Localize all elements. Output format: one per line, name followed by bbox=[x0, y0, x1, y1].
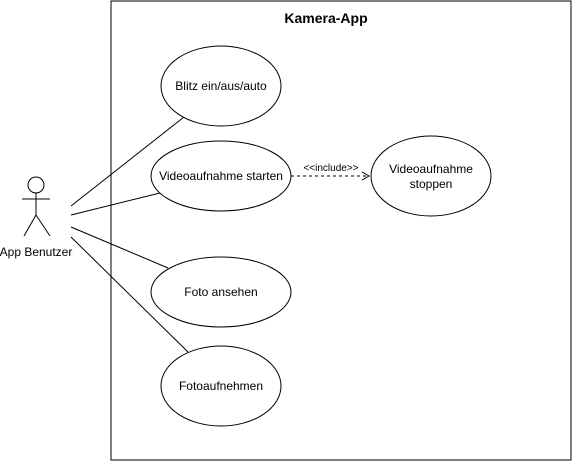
usecase-fotoaufnehmen-ellipse bbox=[160, 345, 282, 427]
usecase-video-stop: Videoaufnahme stoppen bbox=[370, 135, 492, 217]
usecase-blitz-ellipse bbox=[160, 45, 282, 127]
usecase-blitz: Blitz ein/aus/auto bbox=[160, 45, 282, 127]
usecase-blitz-label: Blitz ein/aus/auto bbox=[175, 79, 267, 93]
actor-head bbox=[27, 176, 45, 194]
usecase-video-stop-ellipse bbox=[370, 135, 492, 217]
association-fotoaufnehmen bbox=[70, 236, 189, 353]
actor-right-leg bbox=[35, 214, 51, 237]
usecase-video-stop-label-line2: stoppen bbox=[410, 177, 453, 191]
actor-label: App Benutzer bbox=[0, 245, 72, 259]
usecase-foto-ansehen-label: Foto ansehen bbox=[184, 285, 257, 299]
actor-left-leg bbox=[23, 214, 37, 237]
usecase-foto-ansehen-ellipse bbox=[150, 256, 292, 328]
usecase-video-start: Videoaufnahme starten bbox=[150, 140, 292, 212]
system-title: Kamera-App bbox=[284, 10, 367, 26]
include-label: <<include>> bbox=[303, 163, 358, 174]
actor-app-benutzer: App Benutzer bbox=[0, 176, 72, 259]
usecase-video-stop-label-line1: Videoaufnahme bbox=[389, 162, 473, 176]
usecase-video-start-ellipse bbox=[150, 140, 292, 212]
association-foto-ansehen bbox=[70, 226, 169, 269]
association-video-start bbox=[70, 192, 161, 216]
usecase-foto-ansehen: Foto ansehen bbox=[150, 256, 292, 328]
association-blitz bbox=[70, 116, 185, 207]
usecase-fotoaufnehmen: Fotoaufnehmen bbox=[160, 345, 282, 427]
usecase-fotoaufnehmen-label: Fotoaufnehmen bbox=[179, 379, 263, 393]
usecase-video-start-label: Videoaufnahme starten bbox=[159, 169, 283, 183]
